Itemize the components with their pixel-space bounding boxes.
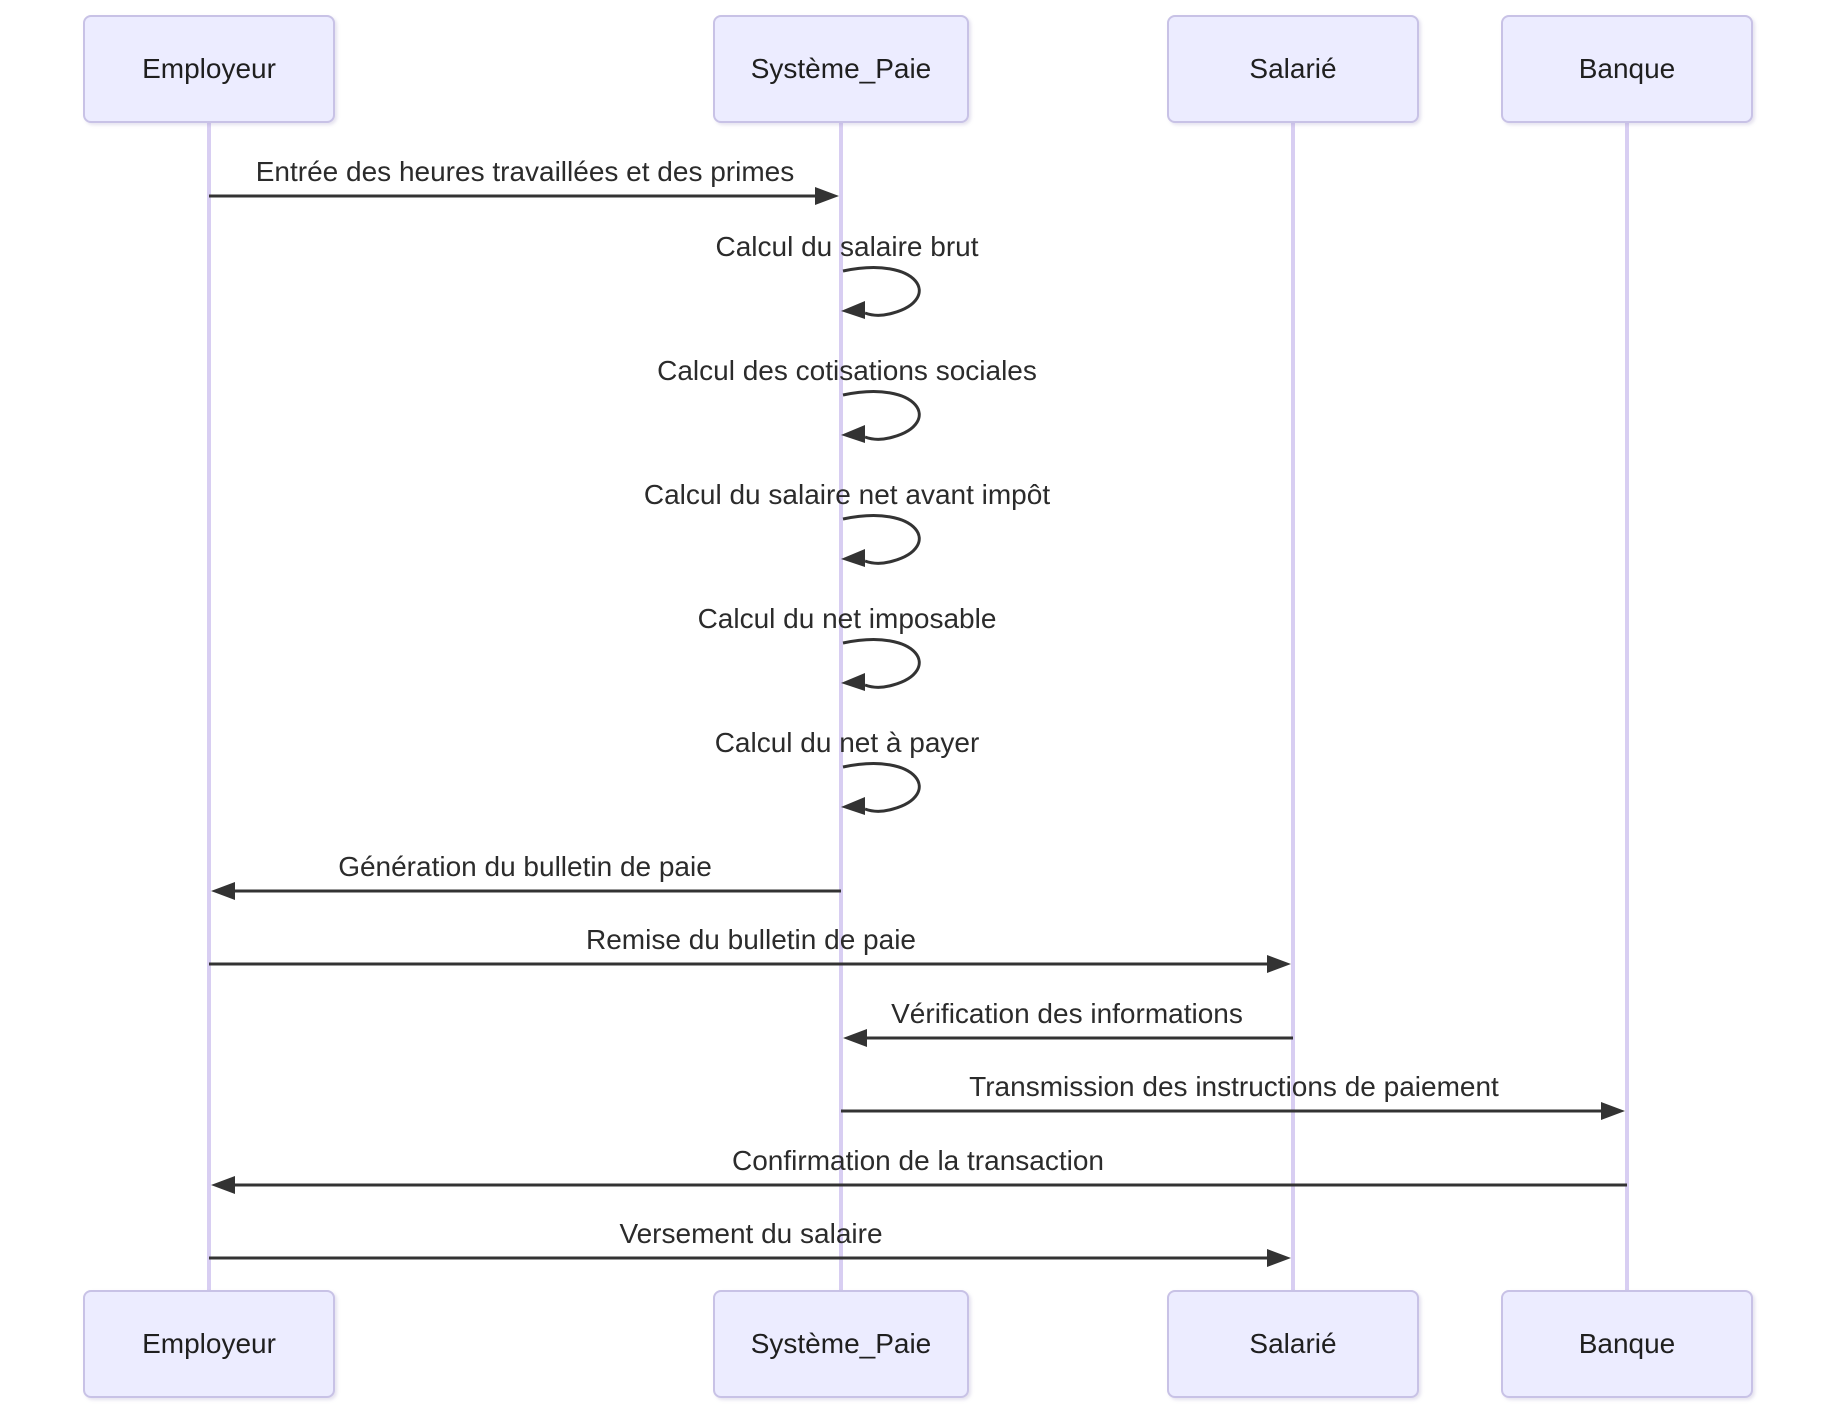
- message-label-10: Confirmation de la transaction: [732, 1145, 1104, 1176]
- actor-label-systeme_paie: Système_Paie: [750, 53, 932, 84]
- arrowhead-icon: [841, 797, 865, 815]
- arrowhead-icon: [211, 882, 235, 900]
- message-label-5: Calcul du net à payer: [714, 727, 980, 758]
- arrowhead-icon: [1267, 955, 1291, 973]
- actor-box-top-banque: Banque: [1501, 15, 1753, 123]
- lifeline-systeme_paie: [839, 123, 843, 1290]
- message-label-9: Transmission des instructions de paiemen…: [969, 1071, 1499, 1102]
- message-label-6: Génération du bulletin de paie: [338, 851, 712, 882]
- actor-box-top-systeme_paie: Système_Paie: [713, 15, 969, 123]
- arrowhead-icon: [815, 187, 839, 205]
- actor-box-bottom-salarie: Salarié: [1167, 1290, 1419, 1398]
- arrowhead-icon: [1267, 1249, 1291, 1267]
- message-label-2: Calcul des cotisations sociales: [657, 355, 1037, 386]
- self-loop-line-2: [842, 390, 921, 441]
- message-label-7: Remise du bulletin de paie: [586, 924, 916, 955]
- arrowhead-icon: [841, 425, 865, 443]
- message-label-0: Entrée des heures travaillées et des pri…: [255, 156, 795, 187]
- message-label-3: Calcul du salaire net avant impôt: [643, 479, 1051, 510]
- actor-label-employeur: Employeur: [142, 53, 276, 84]
- self-loop-line-1: [842, 266, 921, 317]
- message-label-4: Calcul du net imposable: [697, 603, 997, 634]
- actor-box-bottom-employeur: Employeur: [83, 1290, 335, 1398]
- message-label-1: Calcul du salaire brut: [715, 231, 979, 262]
- arrowhead-icon: [841, 549, 865, 567]
- self-loop-line-5: [842, 762, 921, 813]
- arrowhead-icon: [843, 1029, 867, 1047]
- lifeline-employeur: [207, 123, 211, 1290]
- actor-box-top-employeur: Employeur: [83, 15, 335, 123]
- actor-label-salarie: Salarié: [1249, 53, 1337, 84]
- actor-label-banque: Banque: [1578, 53, 1676, 84]
- actor-label-banque: Banque: [1578, 1328, 1676, 1359]
- arrowhead-icon: [841, 673, 865, 691]
- lifeline-salarie: [1291, 123, 1295, 1290]
- arrowhead-icon: [1601, 1102, 1625, 1120]
- arrowhead-icon: [841, 301, 865, 319]
- actor-label-systeme_paie: Système_Paie: [750, 1328, 932, 1359]
- message-label-8: Vérification des informations: [891, 998, 1243, 1029]
- arrowhead-icon: [211, 1176, 235, 1194]
- self-loop-line-4: [842, 638, 921, 689]
- actor-label-employeur: Employeur: [142, 1328, 276, 1359]
- lifeline-banque: [1625, 123, 1629, 1290]
- message-label-11: Versement du salaire: [619, 1218, 883, 1249]
- actor-label-salarie: Salarié: [1249, 1328, 1337, 1359]
- self-loop-line-3: [842, 514, 921, 565]
- actor-box-bottom-banque: Banque: [1501, 1290, 1753, 1398]
- actor-box-bottom-systeme_paie: Système_Paie: [713, 1290, 969, 1398]
- actor-box-top-salarie: Salarié: [1167, 15, 1419, 123]
